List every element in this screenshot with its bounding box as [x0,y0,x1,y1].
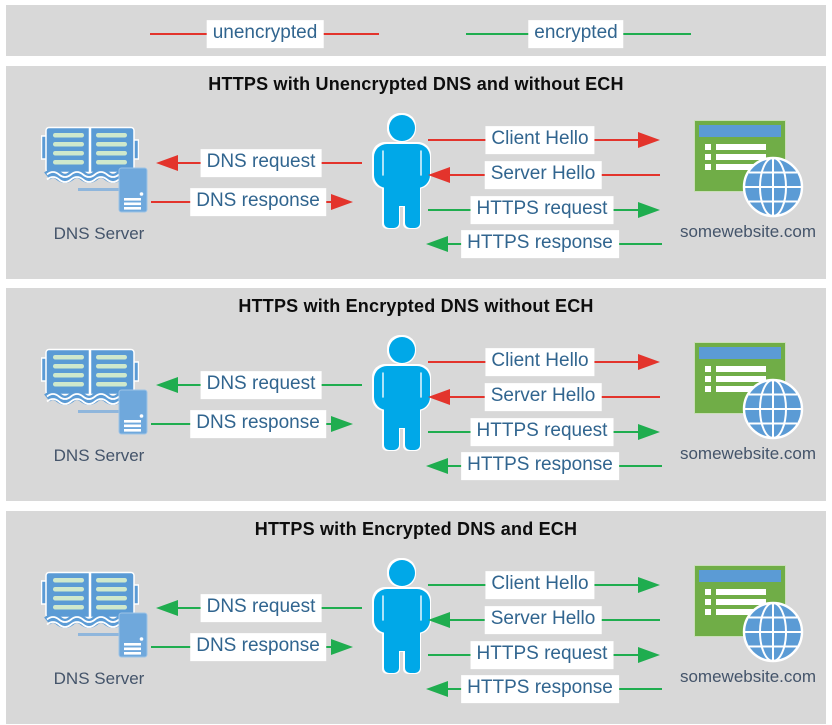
dns-connector-line [78,410,120,413]
https-request-arrow-arrowhead-icon [638,647,660,663]
person-icon [364,336,440,457]
panel-title: HTTPS with Encrypted DNS without ECH [238,296,594,316]
dns-request-arrow-label: DNS request [200,149,322,177]
panel-title: HTTPS with Encrypted DNS and ECH [254,519,578,539]
globe-icon [742,378,804,445]
client-hello-arrow-arrowhead-icon [638,577,660,593]
server-hello-arrow-arrowhead-icon [428,612,450,628]
server-hello-arrow-label: Server Hello [484,606,602,634]
website-label: somewebsite.com [679,222,817,241]
client-hello-arrow-arrowhead-icon [638,354,660,370]
https-response-arrow-label: HTTPS response [461,675,619,703]
person-icon [364,559,440,680]
https-response-arrow-label: HTTPS response [461,452,619,480]
panel-title: HTTPS with Unencrypted DNS and without E… [208,74,624,94]
dns-request-arrow-label: DNS request [200,594,322,622]
https-request-arrow-arrowhead-icon [638,424,660,440]
panel-unencrypted-dns-without-ech: HTTPS with Unencrypted DNS and without E… [6,66,826,279]
dns-response-arrow-label: DNS response [190,188,326,216]
dns-server-tower-icon [118,167,148,218]
client-hello-arrow-arrowhead-icon [638,132,660,148]
client-hello-arrow-label: Client Hello [485,348,595,376]
dns-server-tower-icon [118,389,148,440]
legend-item-encrypted-label: encrypted [528,20,624,48]
https-request-arrow-arrowhead-icon [638,202,660,218]
website-label: somewebsite.com [679,667,817,686]
server-hello-arrow-label: Server Hello [484,383,602,411]
dns-request-arrow-arrowhead-icon [156,377,178,393]
dns-response-arrow-arrowhead-icon [331,194,353,210]
website-window-icon [694,342,786,419]
https-response-arrow-arrowhead-icon [426,681,448,697]
https-request-arrow-label: HTTPS request [470,196,614,224]
dns-server-label: DNS Server [53,446,145,465]
legend-item-unencrypted-label: unencrypted [206,20,324,48]
https-response-arrow-label: HTTPS response [461,230,619,258]
https-request-arrow-label: HTTPS request [470,418,614,446]
client-hello-arrow-label: Client Hello [485,126,595,154]
dns-server-label: DNS Server [53,669,145,688]
dns-server-label: DNS Server [53,224,145,243]
dns-book-icon [40,126,140,189]
dns-response-arrow-arrowhead-icon [331,416,353,432]
dns-response-arrow-label: DNS response [190,410,326,438]
dns-response-arrow-label: DNS response [190,633,326,661]
legend: unencrypted encrypted [6,5,826,56]
https-request-arrow-label: HTTPS request [470,641,614,669]
dns-server-tower-icon [118,612,148,663]
globe-icon [742,601,804,668]
dns-book-icon [40,571,140,634]
dns-request-arrow-label: DNS request [200,371,322,399]
person-icon [364,114,440,235]
dns-connector-line [78,633,120,636]
server-hello-arrow-label: Server Hello [484,161,602,189]
panel-encrypted-dns-and-ech: HTTPS with Encrypted DNS and ECH DNS Ser… [6,511,826,724]
dns-book-icon [40,348,140,411]
panel-encrypted-dns-without-ech: HTTPS with Encrypted DNS without ECH DNS… [6,288,826,501]
server-hello-arrow-arrowhead-icon [428,167,450,183]
website-label: somewebsite.com [679,444,817,463]
globe-icon [742,156,804,223]
dns-request-arrow-arrowhead-icon [156,600,178,616]
dns-request-arrow-arrowhead-icon [156,155,178,171]
server-hello-arrow-arrowhead-icon [428,389,450,405]
dns-connector-line [78,188,120,191]
dns-response-arrow-arrowhead-icon [331,639,353,655]
https-response-arrow-arrowhead-icon [426,458,448,474]
client-hello-arrow-label: Client Hello [485,571,595,599]
https-response-arrow-arrowhead-icon [426,236,448,252]
